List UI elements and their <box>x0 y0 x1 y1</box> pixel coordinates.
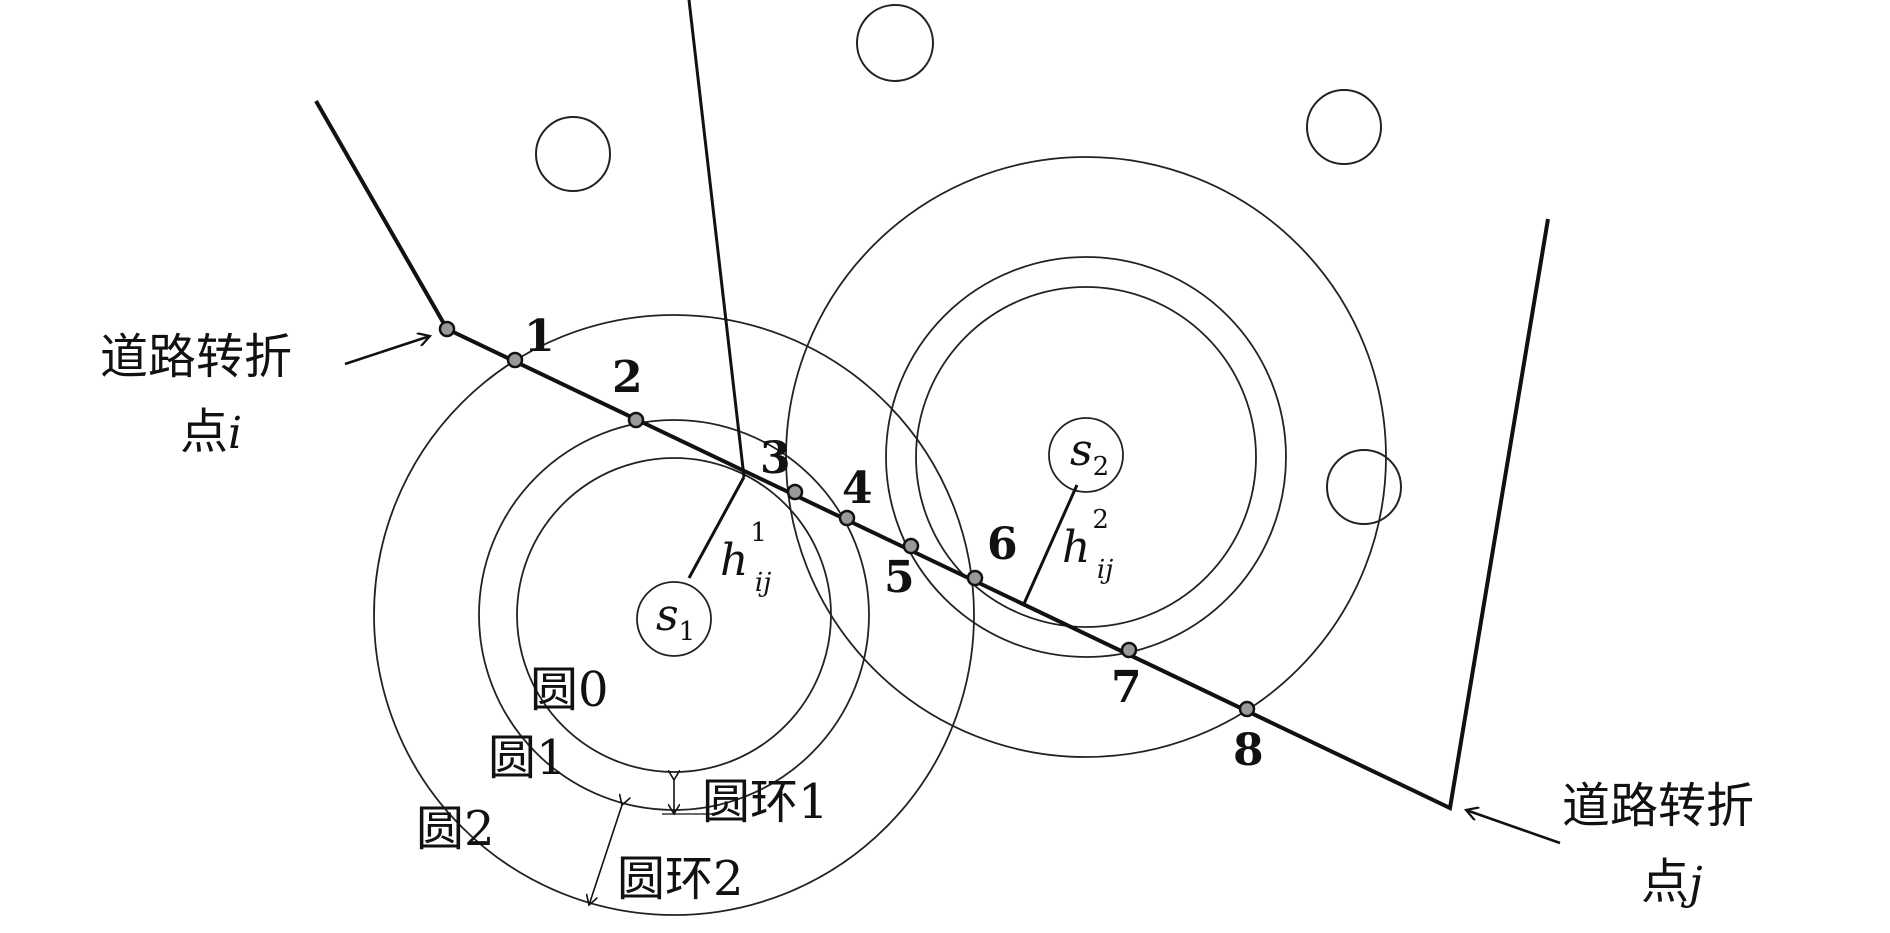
road-points <box>438 320 1256 718</box>
site2-label: s2 <box>1070 425 1109 482</box>
turn-point-i-marker <box>438 320 456 338</box>
intersection-point <box>627 411 645 429</box>
h1-distance-line <box>687 0 746 478</box>
road-line <box>314 100 1550 811</box>
site1-circle-2 <box>373 314 975 916</box>
intersection-point <box>506 351 524 369</box>
turn-point-j-arrow <box>1466 810 1561 845</box>
intersection-point <box>1120 641 1138 659</box>
site2-circle-1 <box>885 256 1287 658</box>
intersection-point <box>1238 700 1256 718</box>
small-circle <box>1326 449 1402 525</box>
turn-point-i-arrow <box>344 336 430 366</box>
small-circle <box>535 116 611 192</box>
h1-distance-line <box>687 476 746 579</box>
site1-label: s1 <box>656 590 695 647</box>
point-number-3: 3 <box>760 433 791 484</box>
point-number-8: 8 <box>1233 725 1264 776</box>
intersection-point <box>966 569 984 587</box>
ring-2-label: 圆环2 <box>617 851 744 907</box>
site2-circle-2 <box>785 156 1387 758</box>
circle-1-label: 圆1 <box>488 730 567 786</box>
turn-point-i-label-line1: 道路转折 <box>100 329 292 385</box>
site1-center-circle <box>636 581 712 657</box>
h2-distance-line <box>1021 484 1079 607</box>
point-number-4: 4 <box>842 463 873 514</box>
point-number-1: 1 <box>524 311 555 362</box>
small-circle <box>1306 89 1382 165</box>
point-number-5: 5 <box>884 552 915 603</box>
point-number-2: 2 <box>612 352 643 403</box>
circle-2-label: 圆2 <box>416 801 495 857</box>
small-circle <box>856 4 934 82</box>
point-number-7: 7 <box>1111 662 1142 713</box>
turn-point-j-label-line2: 点j <box>1641 854 1703 910</box>
intersection-point <box>838 509 856 527</box>
turn-point-j-label-line1: 道路转折 <box>1562 778 1754 834</box>
site2-center-circle <box>1048 417 1124 493</box>
turn-point-i-label-line2: 点i <box>180 404 242 460</box>
ring-1-label: 圆环1 <box>702 774 829 830</box>
intersection-point <box>786 483 804 501</box>
intersection-point <box>902 537 920 555</box>
point-number-6: 6 <box>987 519 1018 570</box>
circle-0-label: 圆0 <box>530 662 609 718</box>
site2-circle-0 <box>915 286 1257 628</box>
ring-2-arrow <box>589 805 622 905</box>
